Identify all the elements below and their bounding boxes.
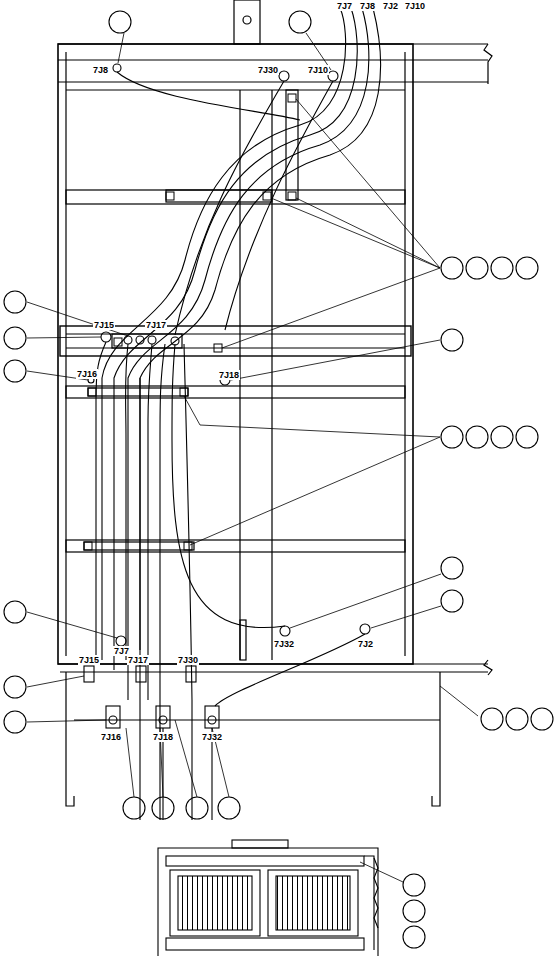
connector-label: 7J10 (404, 1, 426, 11)
connector-label: 7J18 (152, 732, 174, 742)
connector-label: 7J18 (218, 370, 240, 380)
connector-label: 7J17 (145, 320, 167, 330)
connector-label: 7J8 (92, 65, 109, 75)
connector-label: 7J7 (336, 1, 353, 11)
connector-label: 7J10 (307, 65, 329, 75)
connector-label: 7J30 (257, 65, 279, 75)
connector-label: 7J30 (177, 655, 199, 665)
connector-label: 7J15 (78, 655, 100, 665)
connector-label: 7J15 (93, 320, 115, 330)
connector-label: 7J16 (100, 732, 122, 742)
connector-label: 7J2 (357, 639, 374, 649)
connector-label: 7J32 (201, 732, 223, 742)
connector-label: 7J32 (273, 639, 295, 649)
connector-label: 7J2 (382, 1, 399, 11)
connector-label: 7J17 (127, 655, 149, 665)
connector-label: 7J16 (76, 369, 98, 379)
connector-label: 7J8 (359, 1, 376, 11)
